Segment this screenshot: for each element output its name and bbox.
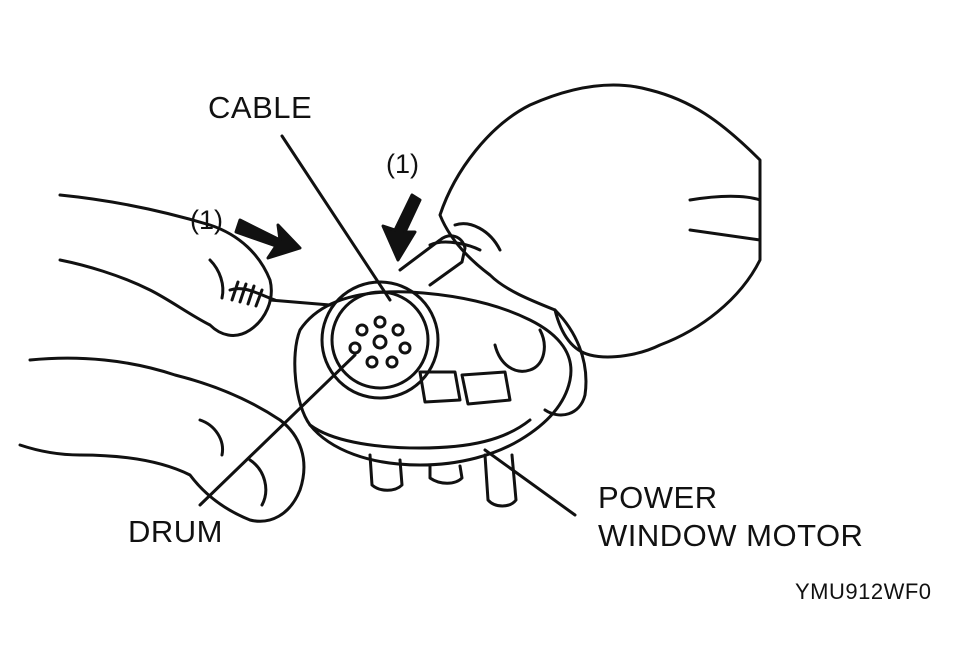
cable-leader bbox=[280, 134, 392, 302]
cable-spring bbox=[228, 280, 277, 308]
cable-label: CABLE bbox=[208, 90, 313, 125]
motor-leader bbox=[483, 448, 577, 517]
right-hand bbox=[438, 83, 762, 359]
arrow-left-label: (1) bbox=[190, 205, 223, 235]
drum-label: DRUM bbox=[128, 514, 223, 549]
drum bbox=[320, 280, 440, 400]
left-hand-upper bbox=[58, 193, 273, 337]
left-hand-lower bbox=[18, 356, 306, 523]
arrow-left bbox=[234, 218, 302, 260]
drum-leader bbox=[198, 353, 357, 507]
power-window-motor-label-line2: WINDOW MOTOR bbox=[598, 518, 864, 553]
power-window-motor-label-line1: POWER bbox=[598, 480, 718, 515]
figure-code: YMU912WF0 bbox=[795, 579, 932, 604]
arrow-top-label: (1) bbox=[386, 149, 419, 179]
arrow-top bbox=[381, 193, 422, 262]
